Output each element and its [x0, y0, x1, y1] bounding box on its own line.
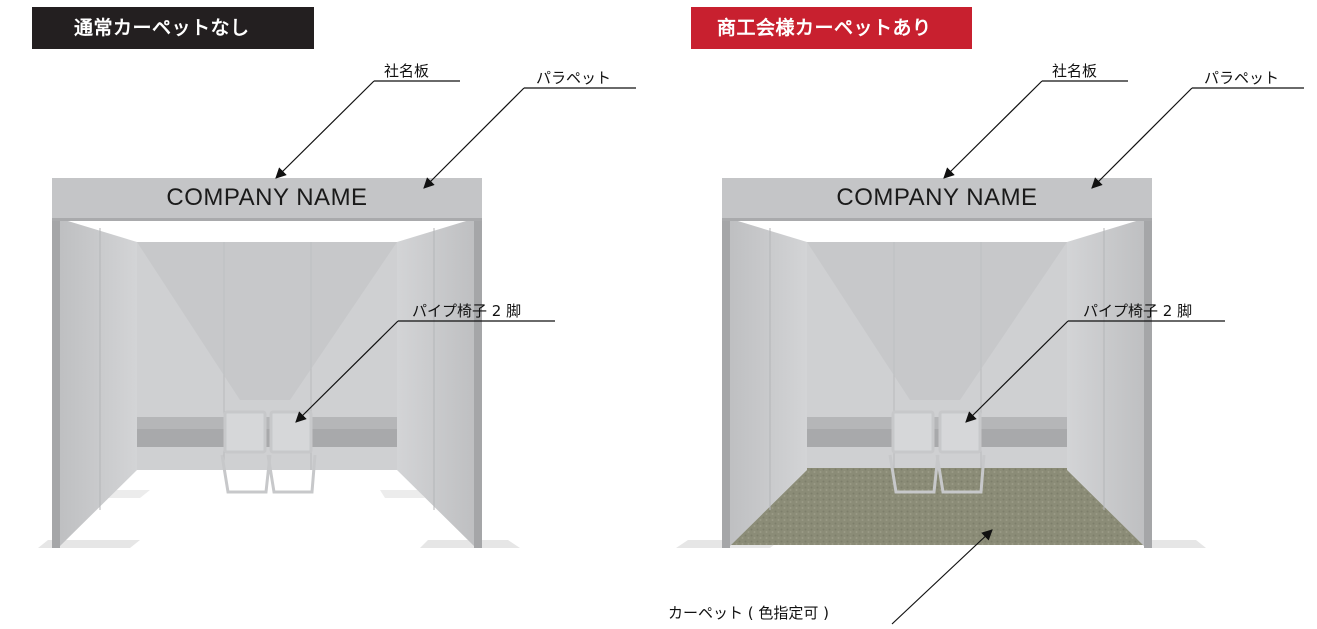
left-label-parapet: パラペット [536, 69, 612, 87]
right-label-chairs: パイプ椅子 2 脚 [1083, 302, 1193, 320]
right-company-name: COMPANY NAME [836, 184, 1038, 211]
right-label-parapet: パラペット [1204, 69, 1280, 87]
left-booth [38, 80, 636, 548]
left-company-name: COMPANY NAME [166, 184, 368, 211]
left-section-tag: 通常カーペットなし [32, 7, 314, 49]
right-booth [676, 80, 1304, 625]
left-label-chairs: パイプ椅子 2 脚 [412, 302, 522, 320]
left-label-nameplate: 社名板 [384, 62, 430, 80]
right-section-tag: 商工会様カーペットあり [691, 7, 972, 49]
right-label-carpet: カーペット ( 色指定可 ) [668, 604, 830, 622]
right-label-nameplate: 社名板 [1052, 62, 1098, 80]
